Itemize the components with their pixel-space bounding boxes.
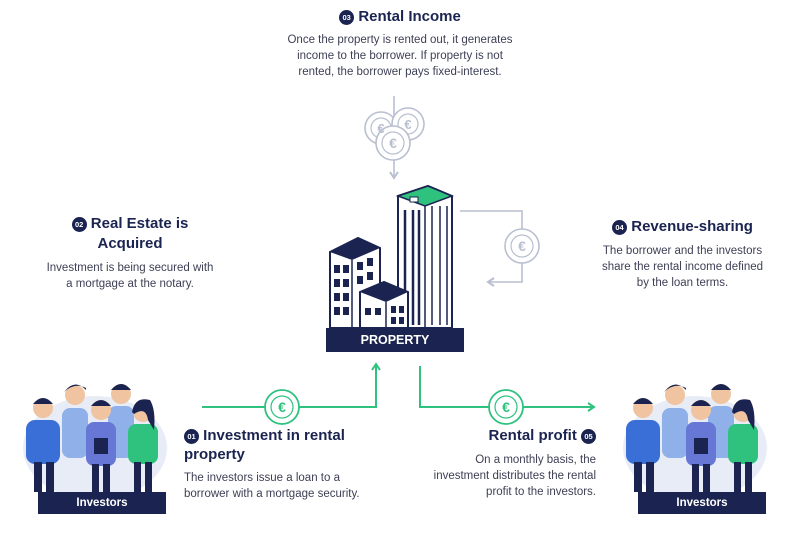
step-05-block: Rental profit 05 On a monthly basis, the… bbox=[400, 427, 596, 500]
step-02-title-line1: Real Estate is bbox=[90, 215, 189, 232]
euro-symbol: € bbox=[502, 399, 510, 415]
euro-symbol: € bbox=[377, 121, 384, 136]
step-04-block: 04 Revenue-sharing The borrower and the … bbox=[575, 218, 790, 291]
investors-label-right: Investors bbox=[638, 492, 766, 514]
rental-profit-arrow bbox=[419, 366, 596, 425]
step-02-title-line2: Acquired bbox=[97, 235, 163, 252]
step-03-title: Rental Income bbox=[358, 8, 461, 25]
investors-label-left: Investors bbox=[38, 492, 166, 514]
step-01-title-line2: property bbox=[184, 446, 245, 463]
step-02-desc: Investment is being secured with a mortg… bbox=[46, 262, 214, 290]
investors-group-right bbox=[623, 384, 767, 500]
investment-arrow bbox=[202, 362, 381, 425]
euro-symbol: € bbox=[278, 399, 286, 415]
step-03-desc: Once the property is rented out, it gene… bbox=[287, 34, 513, 78]
step-03-heading: 03 Rental Income bbox=[250, 8, 550, 25]
step-03-badge: 03 bbox=[339, 9, 355, 25]
step-04-title: Revenue-sharing bbox=[631, 218, 753, 235]
investors-group-left bbox=[23, 384, 167, 500]
step-04-heading: 04 Revenue-sharing bbox=[575, 218, 790, 235]
step-05-desc: On a monthly basis, the investment distr… bbox=[433, 454, 596, 498]
step-02-badge: 02 bbox=[71, 216, 87, 232]
buildings-illustration bbox=[329, 184, 455, 329]
step-04-badge: 04 bbox=[612, 219, 628, 235]
step-02-block: 02 Real Estate is Acquired Investment is… bbox=[20, 215, 240, 292]
step-05-title: Rental profit bbox=[488, 427, 577, 444]
revenue-sharing-arrow bbox=[460, 210, 540, 287]
step-03-block: 03 Rental Income Once the property is re… bbox=[250, 8, 550, 80]
step-05-heading: Rental profit 05 bbox=[400, 427, 596, 444]
euro-symbol: € bbox=[389, 135, 397, 151]
step-02-heading: 02 Real Estate is bbox=[20, 215, 240, 232]
step-01-title-line1: Investment in rental bbox=[203, 427, 345, 444]
step-05-badge: 05 bbox=[581, 428, 596, 444]
step-04-desc: The borrower and the investors share the… bbox=[601, 245, 764, 289]
step-01-desc: The investors issue a loan to a borrower… bbox=[184, 472, 360, 500]
step-01-block: 01 Investment in rental property The inv… bbox=[184, 427, 394, 502]
euro-coins-icon bbox=[364, 107, 425, 161]
step-01-heading: 01 Investment in rental bbox=[184, 427, 394, 444]
step-01-badge: 01 bbox=[184, 428, 199, 444]
euro-symbol: € bbox=[518, 238, 526, 254]
euro-symbol: € bbox=[404, 117, 411, 132]
property-label: PROPERTY bbox=[326, 328, 464, 352]
